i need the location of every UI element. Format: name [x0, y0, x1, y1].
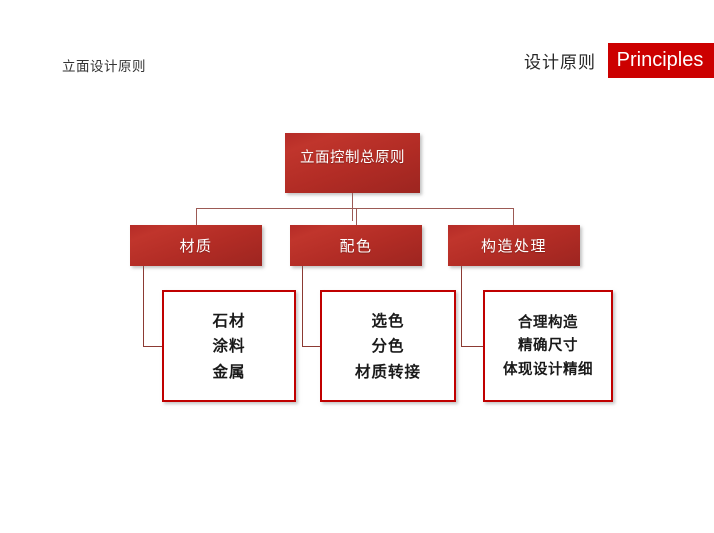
diagram-leaf-box-1[interactable]: 石材 涂料 金属	[162, 290, 296, 402]
diagram-node-branch-3-label: 构造处理	[480, 237, 547, 255]
list-item: 石材	[212, 311, 246, 331]
diagram-node-branch-3[interactable]: 构造处理	[448, 225, 580, 266]
diagram-node-branch-2[interactable]: 配色	[290, 225, 422, 266]
list-item: 涂料	[212, 336, 246, 356]
connector-drop-branch-1	[196, 208, 197, 226]
list-item: 分色	[371, 336, 405, 356]
list-item: 合理构造	[518, 313, 578, 331]
connector-root-stem	[352, 193, 353, 221]
connector-drop-branch-3	[513, 208, 514, 226]
diagram-leaf-box-2[interactable]: 选色 分色 材质转接	[320, 290, 456, 402]
connector-horizontal-bus	[196, 208, 513, 209]
connector-elbow-horizontal-2	[302, 346, 322, 347]
connector-elbow-vertical-2	[302, 266, 303, 346]
header-badge-en: Principles	[608, 43, 714, 78]
connector-elbow-vertical-3	[461, 266, 462, 346]
header-banner: 设计原则 Principles	[524, 43, 714, 78]
connector-drop-branch-2	[356, 208, 357, 226]
header-label-cn: 设计原则	[524, 53, 596, 73]
list-item: 材质转接	[354, 361, 421, 381]
list-item: 体现设计精细	[503, 360, 593, 378]
page-title: 立面设计原则	[62, 59, 146, 75]
diagram-leaf-box-3[interactable]: 合理构造 精确尺寸 体现设计精细	[483, 290, 613, 402]
diagram-node-branch-2-label: 配色	[339, 237, 373, 255]
diagram-node-branch-1-label: 材质	[179, 237, 213, 255]
list-item: 金属	[212, 361, 246, 381]
diagram-node-branch-1[interactable]: 材质	[130, 225, 262, 266]
connector-elbow-horizontal-3	[461, 346, 485, 347]
diagram-node-root[interactable]: 立面控制总原则	[285, 133, 420, 193]
diagram-node-root-label: 立面控制总原则	[300, 149, 405, 166]
list-item: 选色	[371, 311, 405, 331]
list-item: 精确尺寸	[518, 337, 578, 355]
connector-elbow-vertical-1	[143, 266, 144, 346]
connector-elbow-horizontal-1	[143, 346, 164, 347]
